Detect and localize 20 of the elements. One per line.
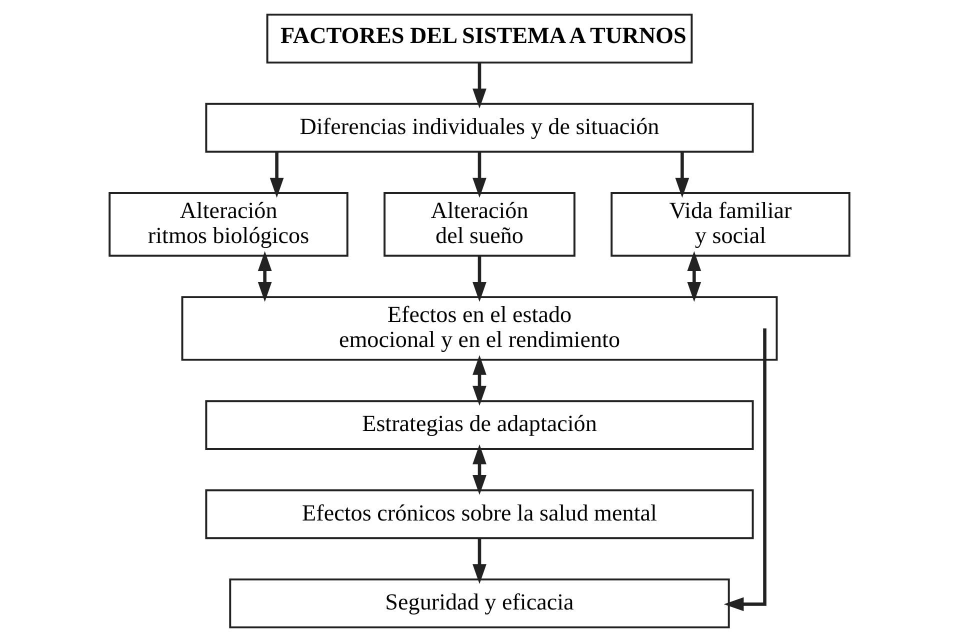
- node-box: Efectos crónicos sobre la salud mental: [205, 489, 754, 540]
- node-box: Efectos en el estado emocional y en el rendimiento: [181, 296, 778, 361]
- node-box: Seguridad y eficacia: [229, 578, 730, 628]
- arrow: [687, 251, 702, 302]
- arrow: [472, 444, 486, 495]
- arrow: [472, 152, 486, 198]
- arrow: [270, 152, 284, 198]
- node-box: Alteración ritmos biológicos: [108, 192, 348, 257]
- arrow: [258, 251, 272, 302]
- arrow: [472, 355, 486, 406]
- node-box: FACTORES DEL SISTEMA A TURNOS: [266, 14, 693, 64]
- node-box: Alteración del sueño: [384, 192, 576, 257]
- node-box: Vida familiar y social: [610, 192, 850, 257]
- arrow: [472, 63, 486, 108]
- arrow: [675, 152, 690, 198]
- arrow: [472, 538, 486, 584]
- node-box: Estrategias de adaptación: [205, 400, 754, 450]
- arrow: [724, 328, 766, 612]
- node-box: Diferencias individuales y de situación: [205, 102, 754, 153]
- arrow: [472, 256, 486, 302]
